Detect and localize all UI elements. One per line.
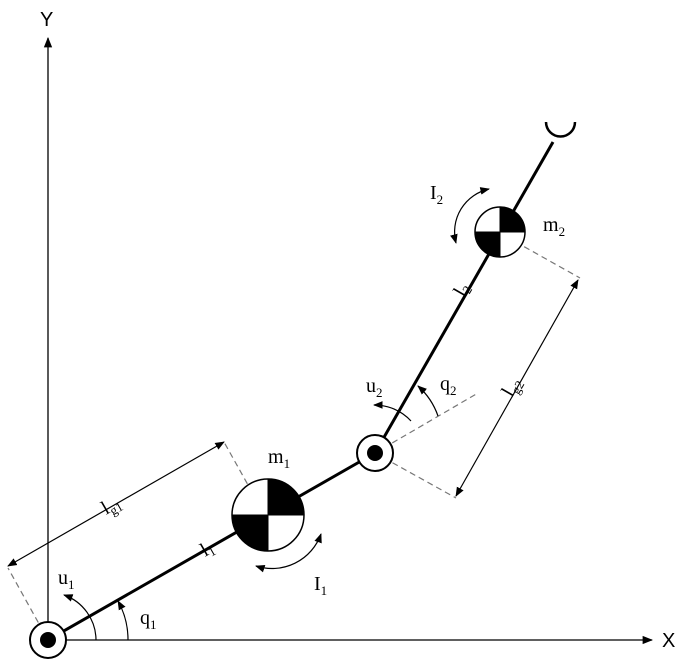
m2-label: m2 — [543, 214, 565, 239]
q1-angle-arc — [117, 600, 129, 641]
joint1-base — [29, 621, 67, 659]
u1-torque-arc — [63, 594, 97, 641]
angle-arcs — [63, 385, 439, 641]
i1-rotation-arrow — [255, 533, 322, 573]
inertia-arrows — [255, 187, 490, 573]
mass2-cog-symbol — [474, 206, 526, 258]
dimension-arrows — [7, 279, 579, 567]
link1 — [47, 451, 376, 642]
u2-label: u2 — [366, 375, 383, 400]
i2-label: I2 — [430, 182, 443, 207]
mass1-cog-symbol — [231, 478, 305, 552]
l1-label: l1 — [197, 536, 219, 562]
links — [47, 141, 555, 642]
dashed-reference-lines — [7, 231, 581, 641]
i1-label: I1 — [314, 573, 327, 598]
y-axis-label: Y — [40, 9, 53, 31]
joint2-elbow — [356, 434, 394, 472]
lg2-dimension-arrow — [455, 279, 579, 497]
q1-label: q1 — [140, 607, 157, 632]
labels: q1 u1 m1 I1 l1 lg1 q2 u2 m2 I2 l2 lg2 — [58, 182, 565, 632]
u1-label: u1 — [58, 567, 75, 592]
x-axis-label: X — [662, 630, 675, 652]
link2 — [373, 141, 555, 454]
coordinate-axes: Y X — [40, 9, 675, 652]
q2-angle-arc — [417, 385, 439, 417]
u2-torque-arc — [373, 401, 412, 422]
lg1-label: lg1 — [98, 491, 126, 521]
m1-label: m1 — [268, 446, 290, 471]
end-effector-gripper — [544, 121, 577, 138]
lg1-dimension-arrow — [7, 441, 225, 567]
i2-rotation-arrow — [450, 187, 490, 244]
q2-label: q2 — [440, 373, 457, 398]
